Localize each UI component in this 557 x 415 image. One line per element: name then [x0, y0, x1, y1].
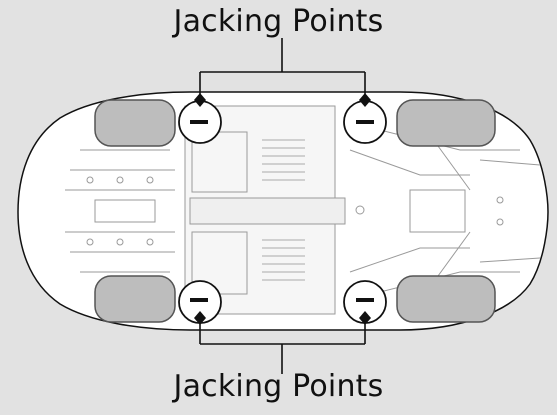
jacking-points-label-top: Jacking Points	[173, 4, 384, 39]
front-left-tire	[94, 99, 176, 147]
diamond-marker-rear-top	[359, 93, 371, 107]
diamond-marker-front-bottom	[194, 311, 206, 325]
top-leader-bracket	[199, 38, 366, 100]
jacking-point-front-top	[178, 100, 222, 144]
jacking-points-label-bottom: Jacking Points	[173, 369, 384, 404]
diamond-marker-front-top	[194, 93, 206, 107]
floor-vent-top	[262, 139, 305, 181]
rear-left-tire	[396, 99, 496, 147]
bottom-leader-bracket	[199, 318, 366, 374]
jacking-point-rear-top	[343, 100, 387, 144]
jacking-point-front-bottom	[178, 280, 222, 324]
rear-right-tire	[396, 275, 496, 323]
diamond-marker-rear-bottom	[359, 311, 371, 325]
center-tunnel	[189, 197, 346, 225]
floor-panel-left-top	[191, 131, 248, 193]
front-right-tire	[94, 275, 176, 323]
floor-vent-bottom	[262, 239, 305, 281]
